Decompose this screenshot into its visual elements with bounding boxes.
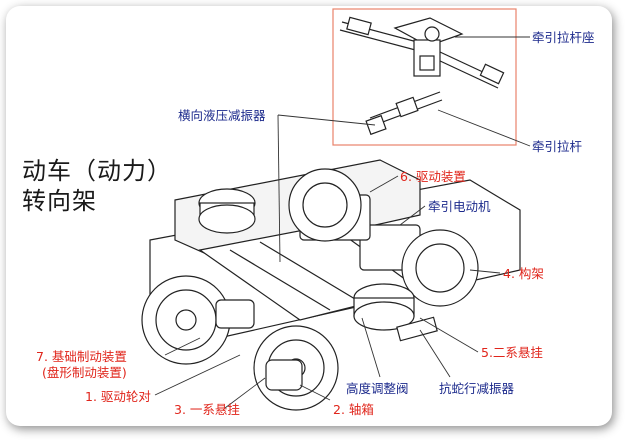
bogie-body bbox=[141, 159, 521, 411]
diagram-title: 动车（动力） 转向架 bbox=[22, 156, 172, 216]
label-secondary-suspension: 5.二系悬挂 bbox=[481, 345, 543, 360]
label-drawbar: 牵引拉杆 bbox=[532, 139, 583, 154]
label-lateral-damper: 横向液压减振器 bbox=[178, 108, 266, 123]
label-drive-unit: 6. 驱动装置 bbox=[400, 169, 466, 184]
label-drawbar-seat: 牵引拉杆座 bbox=[532, 30, 595, 45]
label-wheelset: 1. 驱动轮对 bbox=[85, 389, 151, 404]
label-leveling-valve: 高度调整阀 bbox=[346, 381, 409, 396]
label-brake-line2: (盘形制动装置) bbox=[42, 365, 127, 380]
leader-lines bbox=[154, 36, 531, 409]
label-primary-suspension: 3. 一系悬挂 bbox=[174, 402, 240, 417]
label-yaw-damper: 抗蛇行减振器 bbox=[439, 381, 515, 396]
label-traction-motor: 牵引电动机 bbox=[428, 199, 491, 214]
label-frame: 4. 构架 bbox=[503, 266, 544, 281]
drawbar-detail bbox=[339, 16, 505, 136]
title-line2: 转向架 bbox=[22, 187, 97, 215]
label-brake-line1: 7. 基础制动装置 bbox=[36, 349, 127, 364]
label-axle-box: 2. 轴箱 bbox=[333, 402, 374, 417]
inset-box bbox=[332, 8, 517, 146]
title-line1: 动车（动力） bbox=[22, 157, 172, 185]
